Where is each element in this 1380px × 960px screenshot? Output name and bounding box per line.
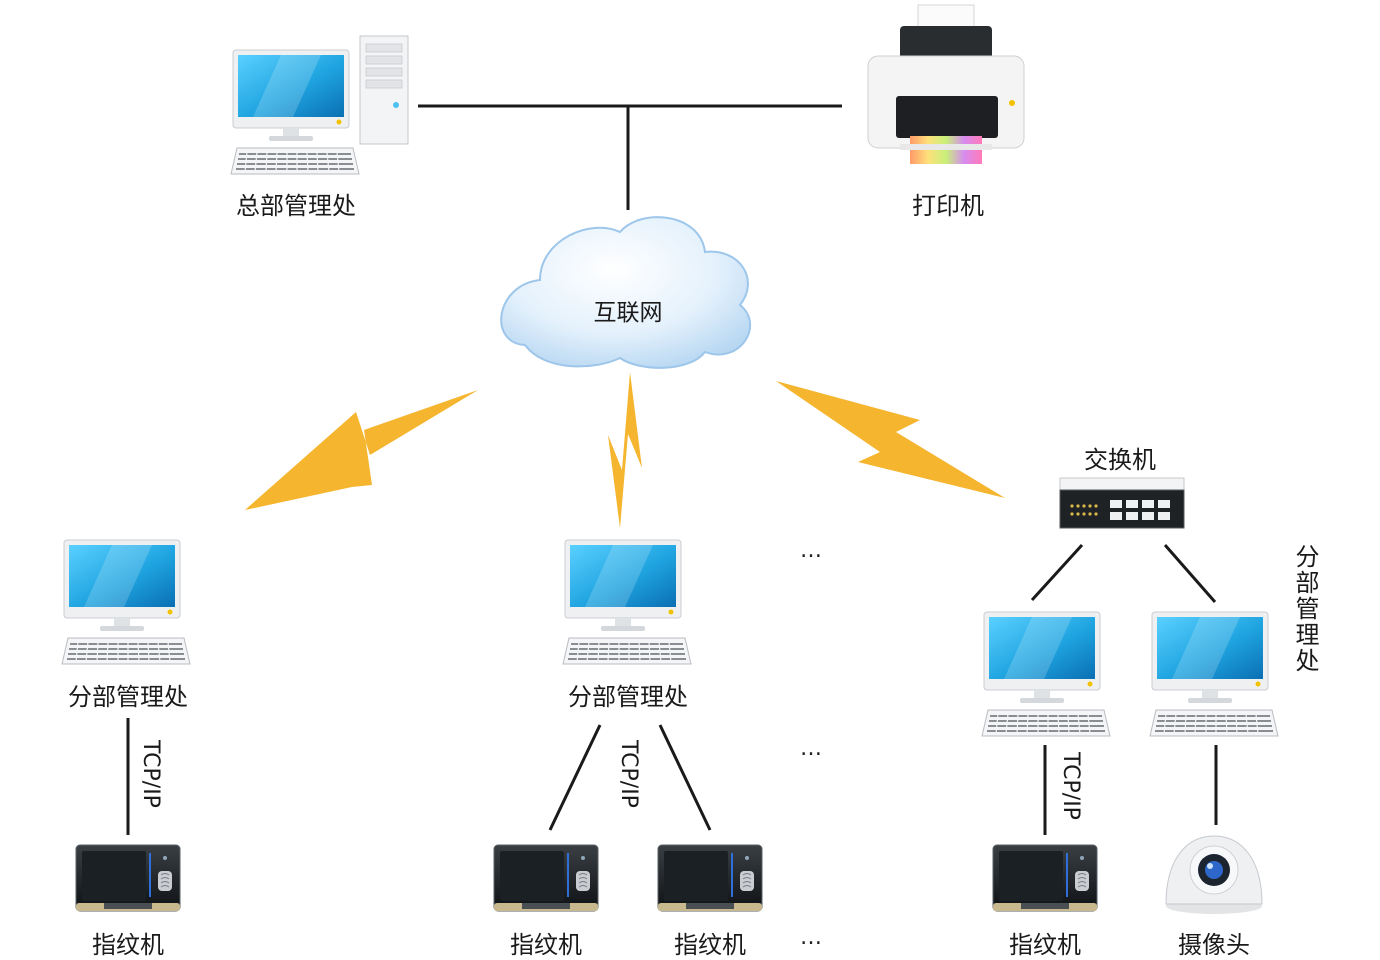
fingerprint-3-label: 指纹机 — [674, 931, 746, 959]
branch-right-computer-1-icon — [981, 611, 1111, 737]
lightning-left — [245, 390, 478, 510]
camera-label: 摄像头 — [1178, 931, 1250, 959]
lightning-bolts — [245, 372, 1005, 528]
camera-icon — [1165, 835, 1263, 914]
ellipsis-1: … — [800, 538, 824, 563]
branch-mid-computer-icon — [562, 539, 692, 665]
fingerprint-4-label: 指纹机 — [1009, 931, 1081, 959]
tcp-ip-label-2: TCP/IP — [616, 740, 641, 808]
printer-icon — [867, 4, 1025, 164]
fingerprint-terminal-2-icon — [493, 844, 599, 912]
switch-pc2-line — [1163, 544, 1217, 603]
internet-label: 互联网 — [593, 300, 663, 326]
lightning-right — [776, 381, 1005, 498]
branch-right-label: 分部管理处 — [1291, 544, 1319, 674]
tcp-ip-label-1: TCP/IP — [138, 740, 163, 808]
branch-mid-label: 分部管理处 — [568, 683, 688, 711]
ellipsis-2: … — [800, 736, 824, 761]
hq-computer-icon — [230, 35, 409, 175]
fingerprint-terminal-1-icon — [75, 844, 181, 912]
lightning-mid — [608, 372, 642, 528]
fingerprint-terminal-4-icon — [992, 844, 1098, 912]
fingerprint-terminal-3-icon — [657, 844, 763, 912]
cloud-icon — [500, 216, 752, 369]
connection-lines — [126, 104, 1218, 835]
fingerprint-1-label: 指纹机 — [92, 931, 164, 959]
branch-left-computer-icon — [61, 539, 191, 665]
switch-label: 交换机 — [1084, 446, 1156, 474]
branch-left-label: 分部管理处 — [68, 683, 188, 711]
mid-branch-fp-line-right — [658, 724, 712, 831]
fingerprint-2-label: 指纹机 — [510, 931, 582, 959]
tcp-ip-label-3: TCP/IP — [1058, 752, 1083, 820]
switch-icon — [1059, 477, 1185, 529]
ellipsis-3: … — [800, 925, 824, 950]
switch-pc1-line — [1030, 543, 1084, 602]
hq-label: 总部管理处 — [236, 192, 356, 220]
branch-right-computer-2-icon — [1149, 611, 1279, 737]
printer-label: 打印机 — [912, 192, 984, 220]
mid-branch-fp-line-left — [548, 724, 602, 831]
